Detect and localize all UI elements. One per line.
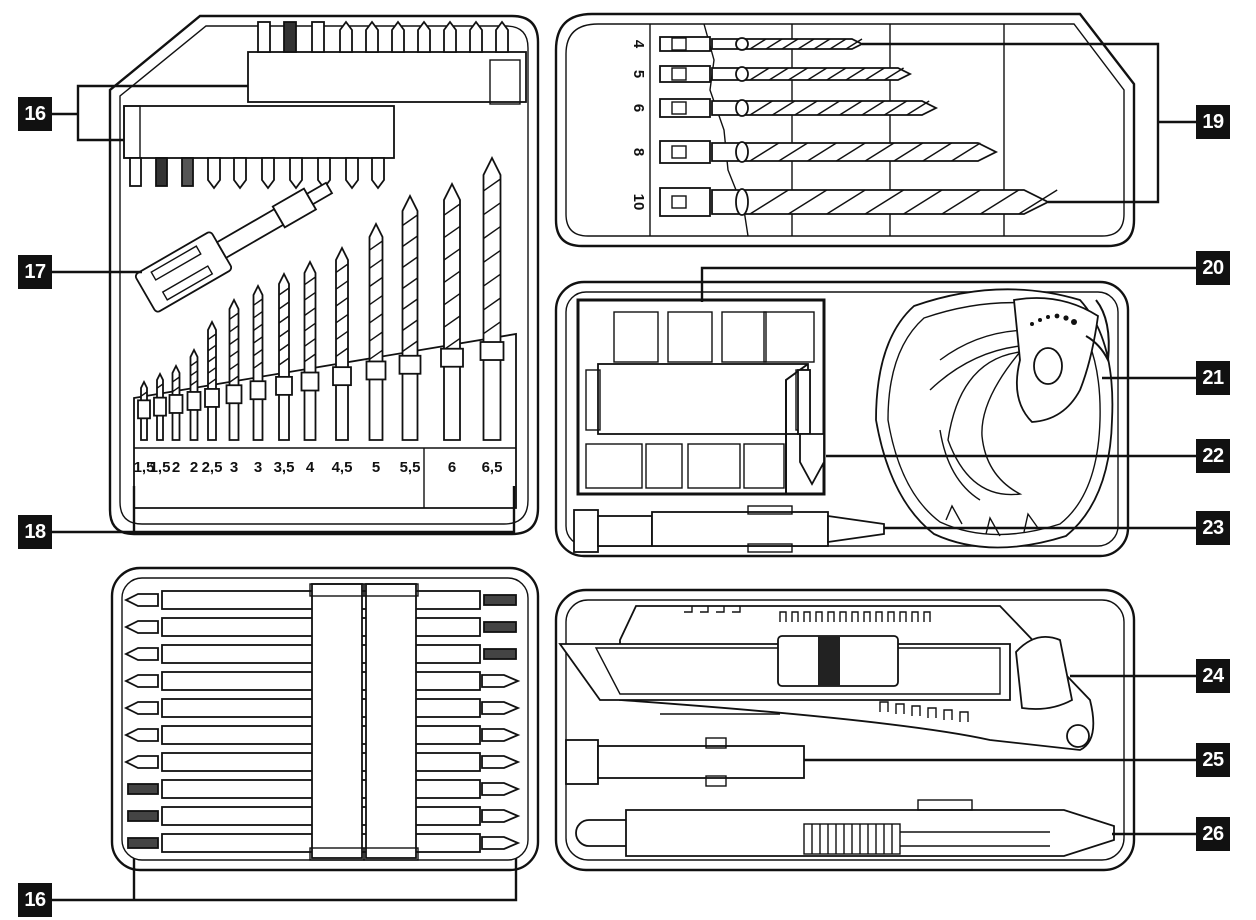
masonry-drill-size-label: 2 xyxy=(190,459,198,476)
masonry-drill-holder xyxy=(133,332,517,509)
masonry-drill xyxy=(186,347,202,441)
callout-21: 21 xyxy=(1196,361,1230,395)
leader-16-bottom xyxy=(52,858,518,902)
wood-drill xyxy=(659,187,1058,217)
wood-drill-size-label: 5 xyxy=(630,70,647,78)
wood-drill xyxy=(659,98,939,118)
callout-25: 25 xyxy=(1196,743,1230,777)
bit-holder-extension xyxy=(134,181,334,313)
masonry-drill-size-label: 3 xyxy=(254,459,262,476)
countersink-bit xyxy=(797,369,825,486)
masonry-drill xyxy=(275,271,293,441)
masonry-drill xyxy=(300,259,320,441)
leader-18 xyxy=(52,486,516,534)
masonry-drill-size-label: 4,5 xyxy=(332,459,353,476)
masonry-drill-size-label: 3 xyxy=(230,459,238,476)
wood-drill xyxy=(659,140,999,164)
bit-holder-lower xyxy=(123,105,395,190)
masonry-drill xyxy=(225,297,243,441)
measuring-tape xyxy=(875,288,1114,549)
bit-holder-upper xyxy=(247,20,527,105)
callout-16-bottom: 16 xyxy=(18,883,52,917)
masonry-drill-size-label: 4 xyxy=(306,459,315,476)
callout-20: 20 xyxy=(1196,251,1230,285)
masonry-drill xyxy=(365,221,387,441)
voltage-tester xyxy=(575,799,1115,857)
callout-17: 17 xyxy=(18,255,52,289)
screwdriver-handle xyxy=(565,737,805,787)
leader-16-top xyxy=(52,84,248,142)
masonry-drill xyxy=(398,193,422,441)
masonry-drill-size-label: 2 xyxy=(172,459,180,476)
masonry-drill-size-label: 1,5 xyxy=(150,459,171,476)
wood-drill xyxy=(659,36,865,52)
callout-22: 22 xyxy=(1196,439,1230,473)
bit-retainer-straps xyxy=(309,583,419,861)
masonry-drills xyxy=(137,155,505,441)
wood-drill-size-label: 6 xyxy=(630,104,647,112)
masonry-drill xyxy=(249,283,267,441)
masonry-drill-size-label: 6 xyxy=(448,459,456,476)
callout-26: 26 xyxy=(1196,817,1230,851)
leader-lines xyxy=(52,42,1196,902)
bit-row-upper xyxy=(257,20,509,53)
bit-row-lower xyxy=(129,157,385,190)
masonry-drill xyxy=(168,363,184,441)
masonry-drill-size-label: 5 xyxy=(372,459,380,476)
leader-19 xyxy=(862,42,1196,204)
callout-19: 19 xyxy=(1196,105,1230,139)
masonry-drill xyxy=(440,181,464,441)
pin-punch xyxy=(573,505,885,553)
wood-drill-size-label: 10 xyxy=(630,194,647,211)
utility-knife xyxy=(558,605,1095,751)
callout-23: 23 xyxy=(1196,511,1230,545)
callout-18: 18 xyxy=(18,515,52,549)
wood-drill xyxy=(659,65,913,83)
masonry-drill xyxy=(479,155,505,441)
masonry-drill-size-label: 5,5 xyxy=(400,459,421,476)
callout-24: 24 xyxy=(1196,659,1230,693)
masonry-drill-size-label: 3,5 xyxy=(274,459,295,476)
masonry-drill-size-label: 1,5 xyxy=(134,459,155,476)
wood-drills xyxy=(659,36,1058,217)
wood-drill-size-labels: 4 5 6 8 10 xyxy=(630,40,647,211)
masonry-drill xyxy=(153,371,167,441)
masonry-drill xyxy=(137,379,151,441)
leader-20 xyxy=(700,266,1196,302)
bit-box xyxy=(576,298,826,496)
wood-drill-size-label: 8 xyxy=(630,148,647,156)
masonry-drill xyxy=(332,245,352,441)
wood-drill-size-label: 4 xyxy=(630,40,647,49)
masonry-drill-size-label: 6,5 xyxy=(482,459,503,476)
callout-16-top: 16 xyxy=(18,97,52,131)
masonry-drill xyxy=(204,319,220,441)
masonry-drill-size-label: 2,5 xyxy=(202,459,223,476)
